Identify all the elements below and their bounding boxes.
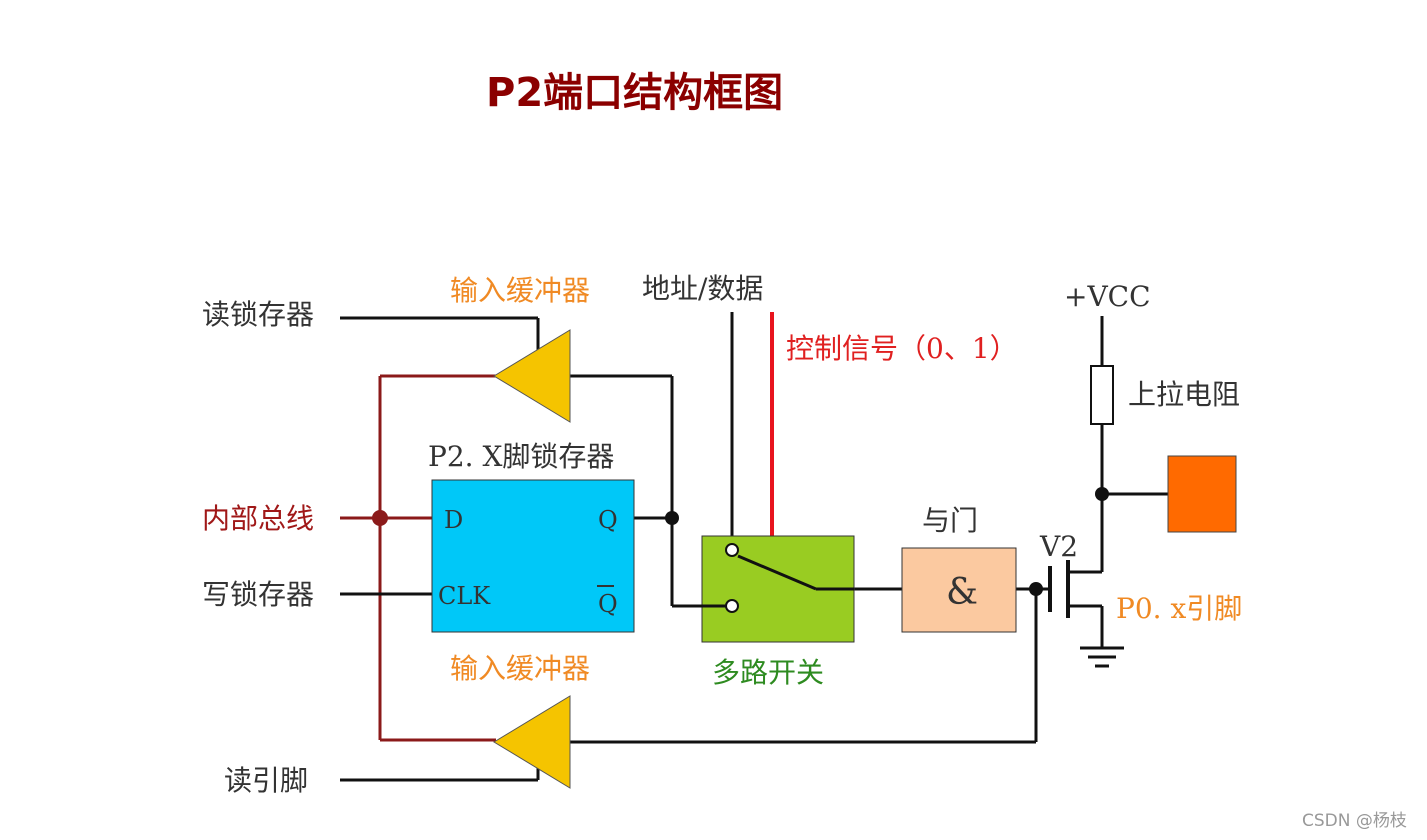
label-input-buffer-bottom: 输入缓冲器	[450, 652, 590, 685]
input-buffer-bottom	[493, 695, 571, 789]
latch-pin-clk: CLK	[438, 582, 491, 610]
label-and-gate: 与门	[922, 504, 978, 537]
watermark: CSDN @杨枝	[1302, 811, 1407, 831]
label-read-latch: 读锁存器	[202, 298, 314, 331]
latch-box	[431, 479, 635, 633]
and-gate-symbol: &	[946, 572, 978, 613]
label-write-latch: 写锁存器	[202, 578, 314, 611]
output-pin-square	[1167, 455, 1237, 533]
label-vcc: +VCC	[1064, 280, 1151, 313]
latch-pin-d: D	[444, 506, 463, 534]
label-address-data: 地址/数据	[642, 272, 763, 305]
bus-junction-dot	[372, 510, 388, 526]
label-input-buffer-top: 输入缓冲器	[450, 274, 590, 307]
mux-contact-top	[725, 543, 739, 557]
label-pullup: 上拉电阻	[1128, 378, 1240, 411]
pullup-resistor	[1090, 365, 1114, 425]
v2-transistor	[1048, 560, 1070, 618]
label-mux: 多路开关	[712, 656, 824, 689]
page-title: P2端口结构框图	[486, 70, 783, 116]
q-junction-dot	[665, 511, 679, 525]
label-internal-bus: 内部总线	[202, 502, 314, 535]
input-buffer-top	[493, 329, 571, 423]
and-gate-box	[901, 547, 1017, 633]
label-latch: P2. X脚锁存器	[428, 440, 614, 473]
label-control-signal: 控制信号（0、1）	[786, 332, 1018, 365]
label-read-pin: 读引脚	[224, 764, 308, 797]
label-pin-out: P0. x引脚	[1116, 592, 1242, 625]
gate-junction-dot	[1029, 582, 1043, 596]
latch-pin-q: Q	[598, 506, 618, 534]
label-v2: V2	[1039, 530, 1078, 563]
latch-pin-qbar: Q	[598, 590, 618, 618]
drain-junction-dot	[1095, 487, 1109, 501]
mux-contact-bottom	[725, 599, 739, 613]
ground-icon	[1080, 638, 1124, 668]
